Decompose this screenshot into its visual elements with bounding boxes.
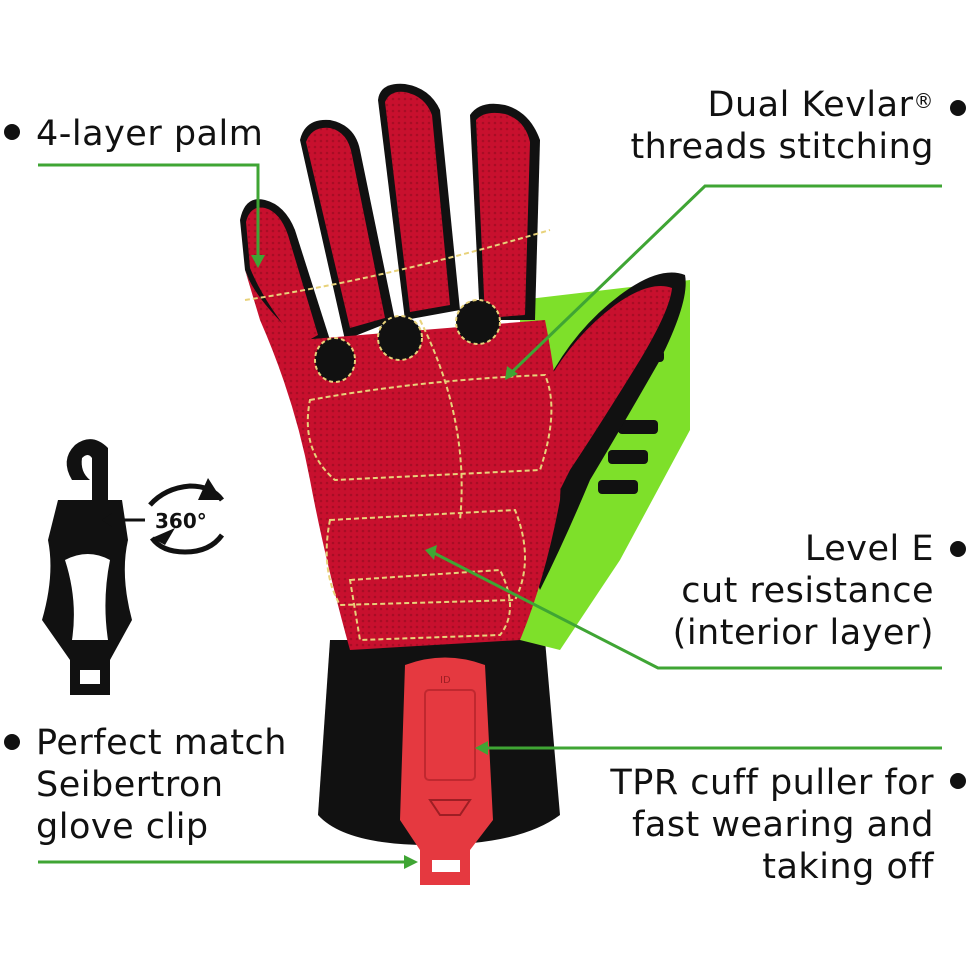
- callout-cut-line1: Level E: [804, 529, 934, 569]
- tab-slot: [432, 860, 460, 872]
- callout-kevlar-line2: threads stitching: [630, 127, 934, 167]
- bullet-dot: [950, 541, 966, 557]
- clip-icon: [42, 439, 132, 695]
- callout-palm: 4-layer palm: [36, 113, 263, 155]
- callout-clip-line1: Perfect match: [36, 723, 287, 763]
- registered-mark: ®: [913, 89, 934, 113]
- callout-cuff-puller: TPR cuff puller for fast wearing and tak…: [610, 762, 934, 888]
- callout-cut-line3: (interior layer): [672, 613, 934, 653]
- callout-cuff-line1: TPR cuff puller for: [610, 763, 934, 803]
- callout-cuff-line2: fast wearing and: [632, 805, 934, 845]
- cuff-puller-tab: [400, 657, 493, 885]
- tab-id-mark: ID: [440, 675, 451, 686]
- callout-kevlar: Dual Kevlar® threads stitching: [630, 84, 934, 168]
- tab-logo-icon: [428, 799, 472, 816]
- rotate-360-badge: 360°: [155, 509, 207, 533]
- callout-palm-text: 4-layer palm: [36, 114, 264, 154]
- callout-kevlar-line1: Dual Kevlar: [707, 85, 914, 125]
- callout-glove-clip: Perfect match Seibertron glove clip: [36, 722, 287, 848]
- callout-cut-resistance: Level E cut resistance (interior layer): [673, 528, 934, 654]
- callout-cuff-line3: taking off: [762, 847, 934, 887]
- callout-cut-line2: cut resistance: [681, 571, 934, 611]
- bullet-dot: [4, 124, 20, 140]
- callout-clip-line3: glove clip: [36, 807, 209, 847]
- bullet-dot: [4, 734, 20, 750]
- bullet-dot: [950, 773, 966, 789]
- bullet-dot: [950, 100, 966, 116]
- callout-clip-line2: Seibertron: [36, 765, 224, 805]
